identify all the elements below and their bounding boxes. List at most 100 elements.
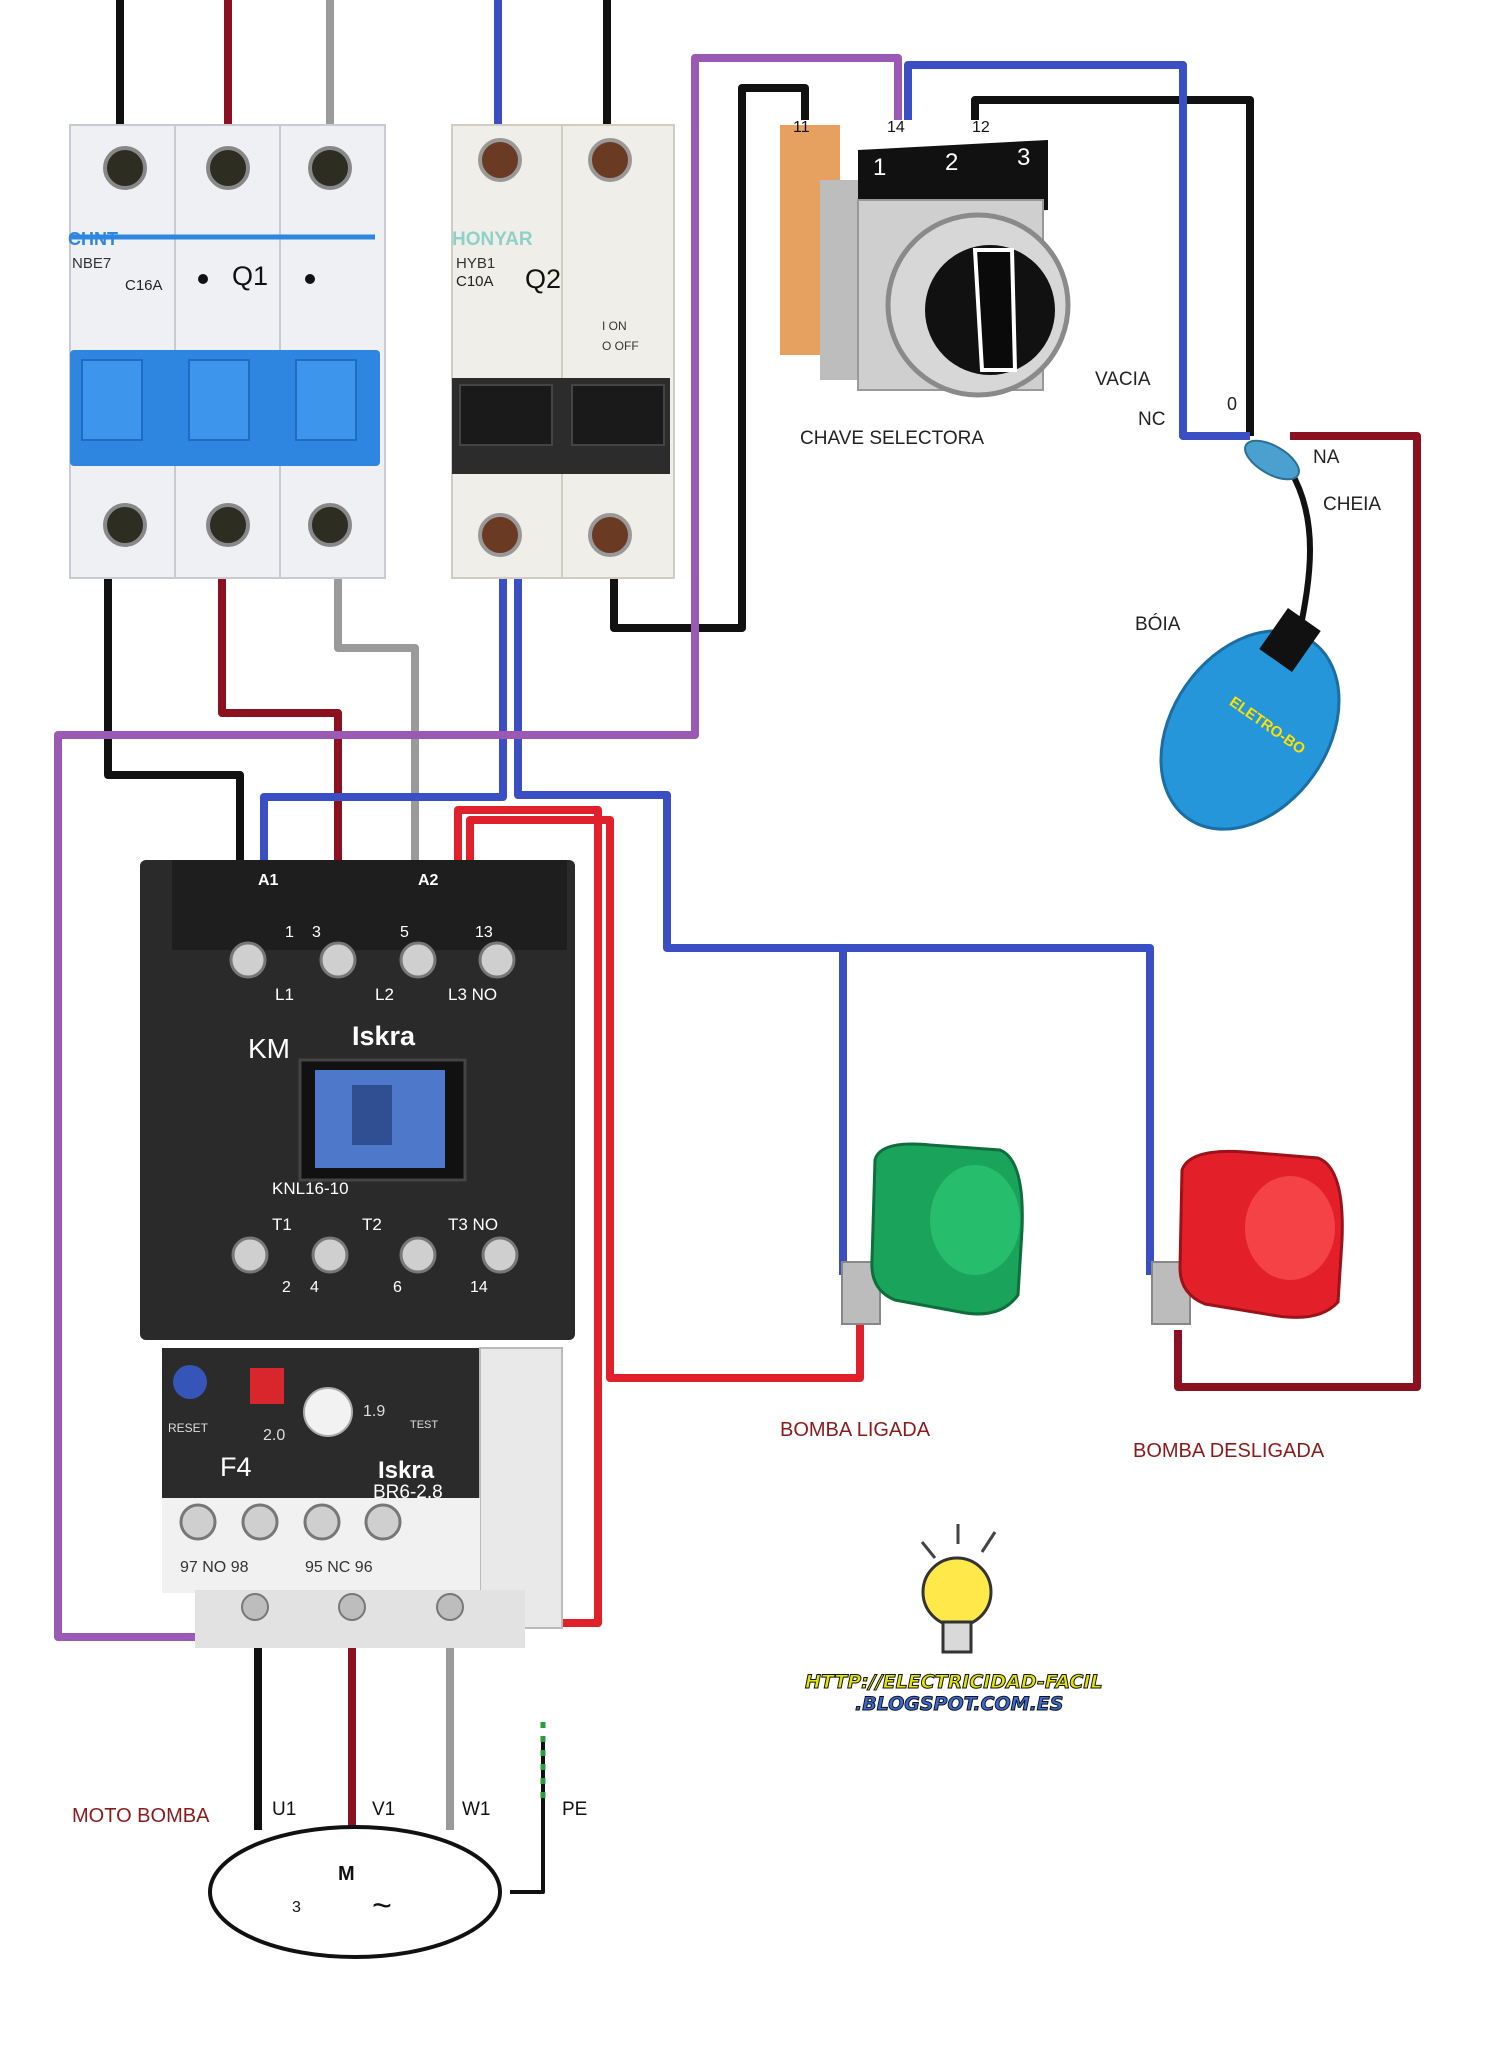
km-label-t3: T3 NO — [448, 1215, 498, 1234]
motor-terminal-pe: PE — [562, 1799, 587, 1820]
motor-terminal-v1: V1 — [372, 1799, 395, 1820]
q1-bottom-terminals — [103, 503, 352, 547]
km-top-num-3: 3 — [312, 924, 321, 941]
km-coil-a2: A2 — [418, 872, 439, 889]
km-bottom-num-2: 2 — [282, 1279, 291, 1296]
float-na: NA — [1313, 447, 1340, 468]
wire-q2-blue-a1 — [260, 575, 507, 880]
km-brand: Iskra — [352, 1021, 416, 1051]
km-label-l3: L3 NO — [448, 985, 497, 1004]
motor-phases: 3 — [292, 1899, 301, 1916]
q2-model: HYB1 — [456, 255, 495, 272]
selector-pos-2: 2 — [945, 149, 958, 176]
km-top-num-5: 5 — [400, 924, 409, 941]
wire-q1-km-l3 — [334, 575, 419, 930]
km-bottom-num-4: 4 — [310, 1279, 319, 1296]
km-coil-a1: A1 — [258, 872, 279, 889]
selector-terminal-11: 11 — [793, 119, 810, 136]
f4-contacts-no: 97 NO 98 — [180, 1559, 249, 1576]
f4-name: F4 — [220, 1452, 252, 1482]
km-top-terminals — [229, 941, 516, 979]
q1-name: Q1 — [232, 261, 268, 291]
q1-rating: C16A — [125, 277, 163, 294]
float-switch: VACIA 0 NC NA CHEIA BÓIA ELETRO-BO — [1095, 369, 1381, 831]
q1-handles[interactable] — [70, 350, 380, 466]
wire-q2-blue-lamps — [514, 575, 1154, 1275]
float-connector — [1244, 439, 1300, 481]
km-model: KNL16-10 — [272, 1179, 349, 1198]
q2-handles[interactable] — [452, 378, 670, 474]
lamp-bomba-ligada: BOMBA LIGADA — [780, 1142, 1024, 1441]
float-vacia: VACIA — [1095, 369, 1151, 390]
motor-label: MOTO BOMBA — [72, 1805, 210, 1827]
selector-pos-1: 1 — [873, 154, 886, 181]
q2-mark-off: O OFF — [602, 339, 639, 353]
lamp-on-label: BOMBA LIGADA — [780, 1419, 931, 1441]
wire-selector-nc — [904, 61, 1250, 440]
selector-switch: 1 2 3 11 14 12 CHAVE SELECTORA — [780, 119, 1071, 449]
motor-m: M — [338, 1863, 355, 1885]
km-label-t2: T2 — [362, 1215, 382, 1234]
q2-brand: HONYAR — [452, 229, 533, 250]
f4-reset-label: RESET — [168, 1421, 209, 1435]
q2-name: Q2 — [525, 264, 561, 294]
f4-dial-high: 1.9 — [363, 1403, 385, 1420]
wire-selector-float — [971, 96, 1254, 436]
f4-brand: Iskra — [378, 1457, 435, 1484]
wire-na-red-lamp — [1174, 432, 1421, 1391]
wire-q2-black-selector — [610, 84, 809, 632]
motor-bomba: MOTO BOMBA U1 V1 W1 PE M 3 ~ — [72, 1799, 587, 1959]
float-nc: NC — [1138, 409, 1165, 430]
breaker-q2: HONYAR HYB1 C10A Q2 I ON O OFF — [451, 124, 675, 579]
km-bottom-num-14: 14 — [470, 1279, 488, 1296]
km-label-t1: T1 — [272, 1215, 292, 1234]
f4-dial-low: 2.0 — [263, 1427, 285, 1444]
q2-mark-on: I ON — [602, 319, 627, 333]
f4-model: BR6-2.8 — [373, 1482, 443, 1503]
float-cheia: CHEIA — [1323, 494, 1381, 515]
f4-test-button[interactable] — [250, 1368, 284, 1404]
q1-top-terminals — [103, 146, 352, 190]
f4-contacts-nc: 95 NC 96 — [305, 1559, 373, 1576]
site-logo: HTTP://ELECTRICIDAD-FACIL .BLOGSPOT.COM.… — [805, 1524, 1103, 1716]
motor-terminal-w1: W1 — [462, 1799, 491, 1820]
wire-q1-km-l1 — [104, 575, 244, 930]
overload-relay-f4: RESET 2.0 1.9 TEST F4 Iskra BR6-2.8 97 N… — [162, 1347, 563, 1648]
f4-test-label: TEST — [410, 1419, 438, 1431]
motor-ac: ~ — [372, 1887, 392, 1925]
logo-line1: HTTP://ELECTRICIDAD-FACIL — [805, 1671, 1103, 1693]
selector-knob[interactable] — [885, 212, 1071, 398]
selector-pos-3: 3 — [1017, 144, 1030, 171]
lamp-off-label: BOMBA DESLIGADA — [1133, 1440, 1325, 1462]
selector-terminal-12: 12 — [972, 119, 990, 136]
km-top-num-13: 13 — [475, 924, 493, 941]
wire-red-aux-2 — [466, 816, 864, 1382]
f4-contact-terminals — [179, 1503, 402, 1541]
q2-rating: C10A — [456, 273, 494, 290]
km-top-num-1: 1 — [285, 924, 294, 941]
lightbulb-icon — [920, 1524, 997, 1654]
wire-motor-pe — [510, 1740, 545, 1894]
contactor-km: A1 A2 1 3 5 13 L1 L2 L3 NO KM Iskra KNL1… — [140, 860, 575, 1340]
float-ball: ELETRO-BO — [1159, 608, 1341, 831]
breaker-q1: CHNT NBE7 C16A Q1 — [68, 124, 386, 579]
float-cable — [1287, 468, 1313, 631]
motor-symbol — [208, 1825, 502, 1959]
q1-brand: CHNT — [68, 229, 118, 249]
km-label-l1: L1 — [275, 985, 294, 1004]
km-actuator[interactable] — [315, 1070, 445, 1168]
selector-terminal-14: 14 — [887, 119, 905, 136]
lamp-bomba-desligada: BOMBA DESLIGADA — [1133, 1149, 1344, 1462]
km-name: KM — [248, 1033, 290, 1064]
km-bottom-terminals — [231, 1236, 519, 1274]
f4-reset-button[interactable] — [173, 1365, 207, 1399]
float-zero: 0 — [1227, 394, 1237, 414]
wire-q1-km-l2 — [218, 575, 342, 930]
km-bottom-num-6: 6 — [393, 1279, 402, 1296]
selector-label: CHAVE SELECTORA — [800, 428, 984, 449]
q1-model: NBE7 — [72, 255, 111, 272]
float-label: BÓIA — [1135, 613, 1181, 635]
logo-line2: .BLOGSPOT.COM.ES — [855, 1693, 1063, 1715]
f4-dial[interactable] — [303, 1387, 353, 1437]
